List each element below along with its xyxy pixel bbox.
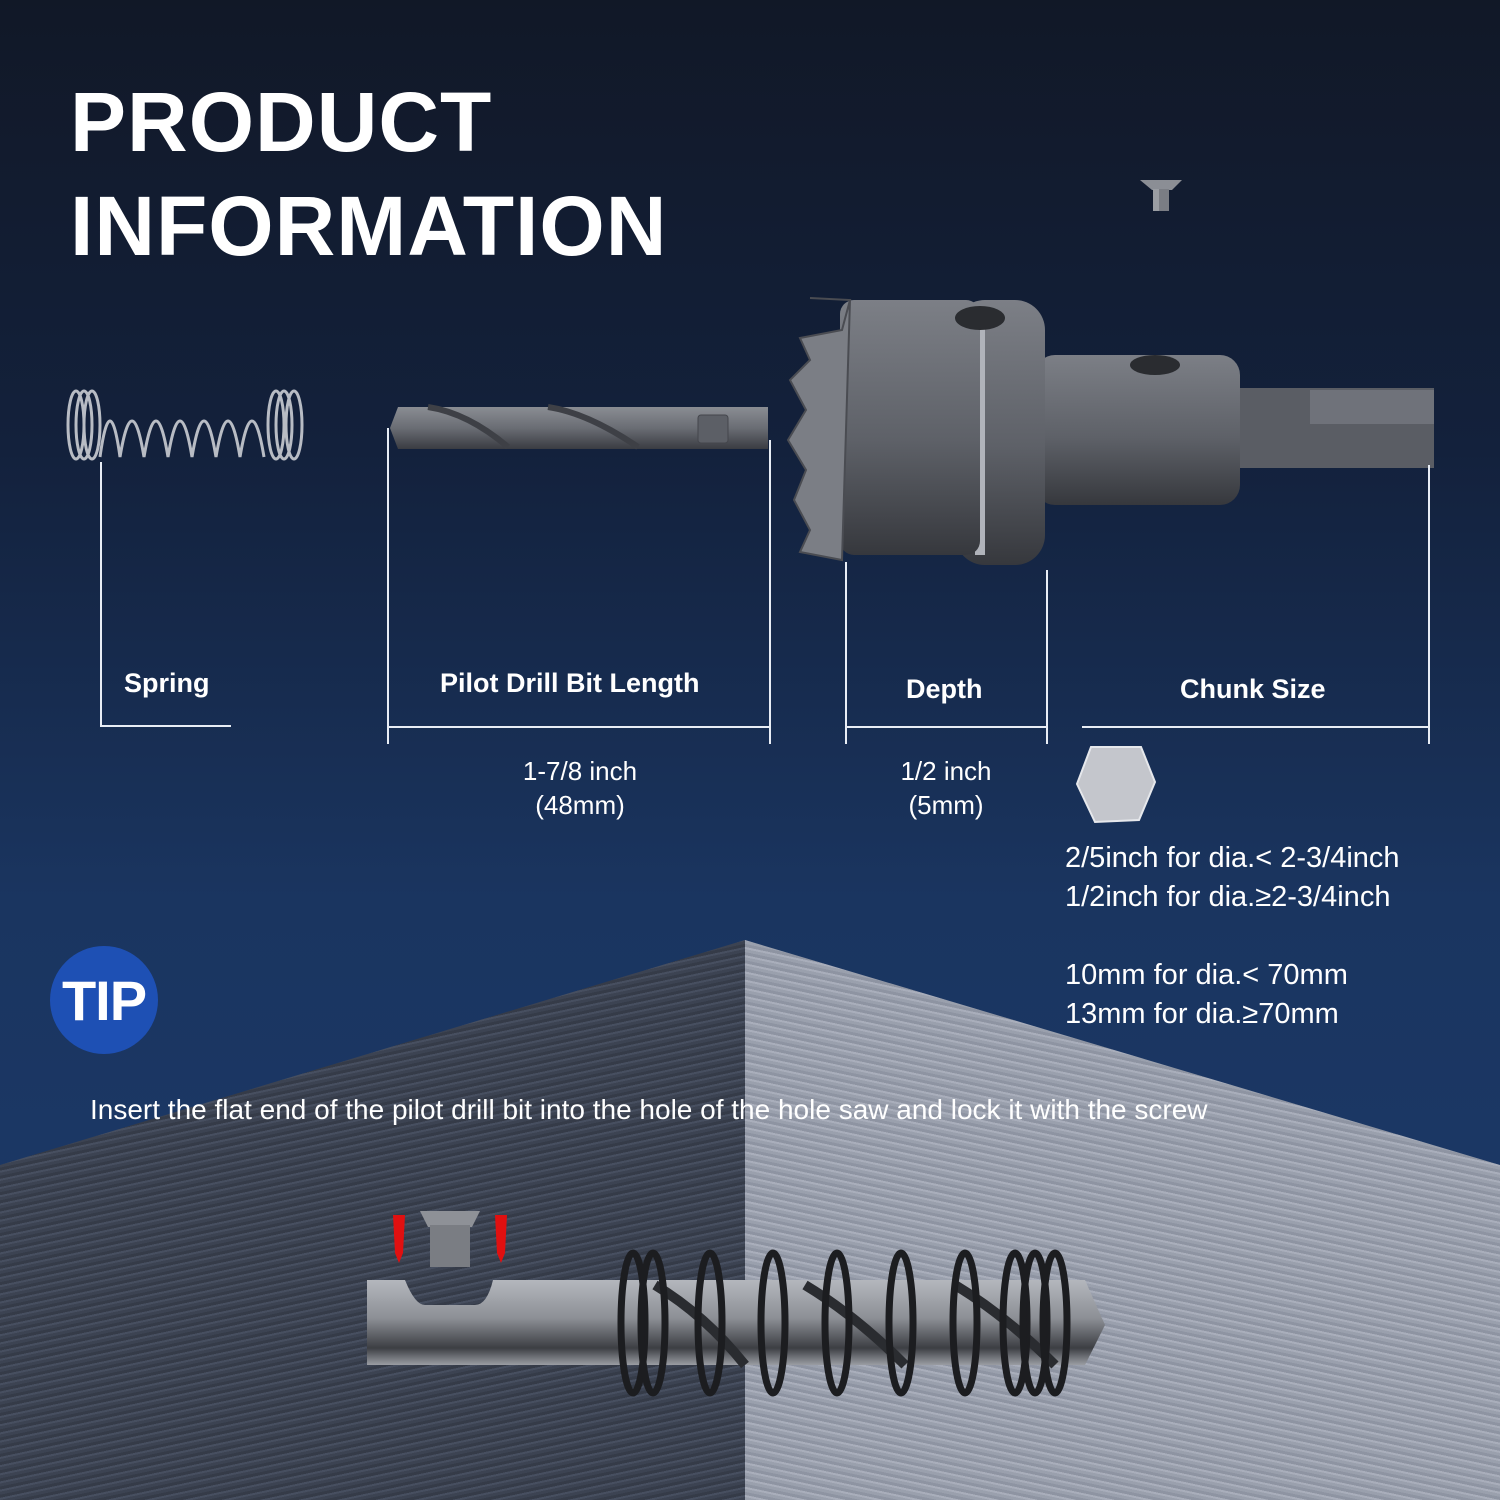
spring-label: Spring (124, 668, 210, 698)
pilot-right-line (769, 440, 771, 744)
spring-underline (100, 725, 231, 727)
tip-badge: TIP (50, 946, 158, 1054)
hole-saw-icon (786, 297, 1434, 565)
screw-icon (1140, 180, 1182, 211)
arrow-down-icon (393, 1215, 405, 1263)
hex-shank-icon (1075, 746, 1157, 824)
page-title: PRODUCT INFORMATION (70, 70, 667, 278)
depth-value: 1/2 inch (5mm) (900, 756, 992, 820)
pilot-drill-label: Pilot Drill Bit Length (440, 668, 700, 698)
spring-icon (66, 389, 304, 461)
assembly-illustration (367, 1211, 1105, 1397)
title-line-1: PRODUCT (70, 75, 493, 169)
chunk-size-details: 2/5inch for dia.< 2-3/4inch 1/2inch for … (1065, 842, 1400, 1030)
arrow-down-icon (495, 1215, 507, 1263)
tip-text: Insert the flat end of the pilot drill b… (90, 1094, 1208, 1125)
pilot-drill-value: 1-7/8 inch (48mm) (522, 756, 638, 820)
chunk-size-label: Chunk Size (1180, 674, 1326, 704)
title-line-2: INFORMATION (70, 179, 668, 273)
chunk-dimension-line (1082, 726, 1430, 728)
spring-leader-line (100, 462, 102, 727)
pilot-left-line (387, 428, 389, 744)
pilot-drill-icon (390, 404, 768, 450)
depth-dimension-line (845, 726, 1048, 728)
depth-label: Depth (906, 674, 983, 704)
pilot-dimension-line (387, 726, 771, 728)
depth-left-line (845, 562, 847, 744)
depth-right-line (1046, 570, 1048, 744)
chunk-right-line (1428, 465, 1430, 744)
